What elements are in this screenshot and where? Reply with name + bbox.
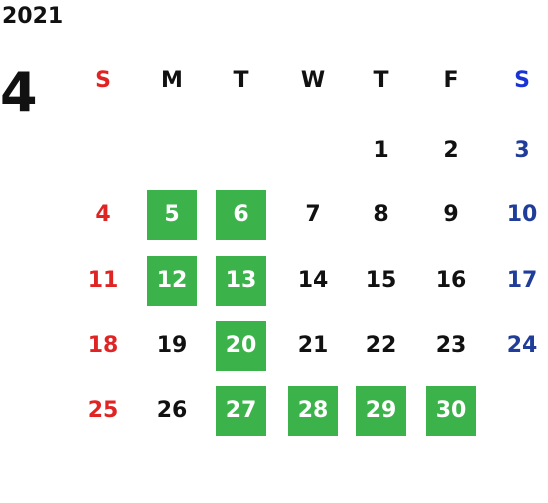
day-cell[interactable]: 2 bbox=[443, 138, 459, 163]
day-cell[interactable]: 14 bbox=[297, 268, 329, 293]
weekday-header-thu: T bbox=[373, 68, 389, 93]
highlighted-day-cell[interactable]: 20 bbox=[216, 321, 266, 371]
day-cell[interactable]: 16 bbox=[435, 268, 467, 293]
highlighted-day-cell[interactable]: 27 bbox=[216, 386, 266, 436]
highlighted-day-cell[interactable]: 12 bbox=[147, 256, 197, 306]
day-cell[interactable]: 24 bbox=[506, 333, 538, 358]
day-cell[interactable]: 22 bbox=[365, 333, 397, 358]
highlighted-day-cell[interactable]: 6 bbox=[216, 190, 266, 240]
day-cell[interactable]: 8 bbox=[373, 202, 389, 227]
day-cell[interactable]: 15 bbox=[365, 268, 397, 293]
day-cell[interactable]: 19 bbox=[156, 333, 188, 358]
weekday-header-wed: W bbox=[300, 68, 326, 93]
highlighted-day-cell[interactable]: 29 bbox=[356, 386, 406, 436]
day-cell[interactable]: 26 bbox=[156, 398, 188, 423]
day-cell[interactable]: 11 bbox=[87, 268, 119, 293]
weekday-header-sun: S bbox=[95, 68, 111, 93]
day-cell[interactable]: 4 bbox=[95, 202, 111, 227]
day-cell[interactable]: 7 bbox=[305, 202, 321, 227]
calendar-month: 4 bbox=[0, 61, 38, 124]
day-cell[interactable]: 17 bbox=[506, 268, 538, 293]
weekday-header-tue: T bbox=[233, 68, 249, 93]
weekday-header-fri: F bbox=[443, 68, 459, 93]
day-cell[interactable]: 3 bbox=[514, 138, 530, 163]
weekday-header-sat: S bbox=[514, 68, 530, 93]
day-cell[interactable]: 23 bbox=[435, 333, 467, 358]
weekday-header-mon: M bbox=[161, 68, 183, 93]
day-cell[interactable]: 9 bbox=[443, 202, 459, 227]
day-cell[interactable]: 10 bbox=[506, 202, 538, 227]
highlighted-day-cell[interactable]: 30 bbox=[426, 386, 476, 436]
day-cell[interactable]: 1 bbox=[373, 138, 389, 163]
day-cell[interactable]: 18 bbox=[87, 333, 119, 358]
highlighted-day-cell[interactable]: 28 bbox=[288, 386, 338, 436]
highlighted-day-cell[interactable]: 13 bbox=[216, 256, 266, 306]
calendar-year: 2021 bbox=[2, 4, 64, 29]
day-cell[interactable]: 25 bbox=[87, 398, 119, 423]
day-cell[interactable]: 21 bbox=[297, 333, 329, 358]
highlighted-day-cell[interactable]: 5 bbox=[147, 190, 197, 240]
